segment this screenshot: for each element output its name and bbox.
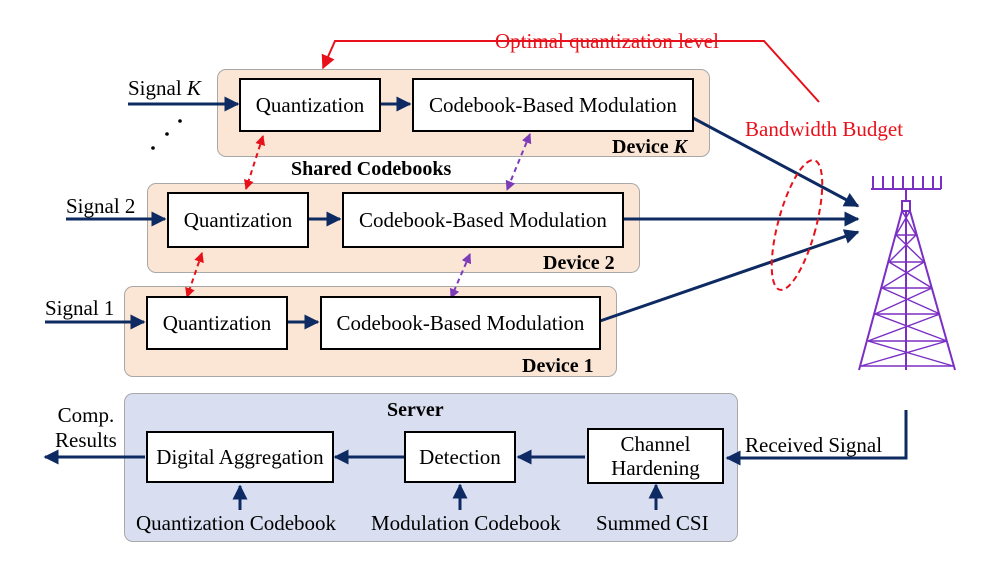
- quantization-codebook-links: [185, 135, 266, 298]
- modulation-codebook-links: [449, 133, 532, 299]
- quantization-codebook-label: Quantization Codebook: [136, 511, 337, 535]
- modulation-codebook-label: Modulation Codebook: [371, 511, 561, 535]
- device-k-uplink: [692, 116, 860, 208]
- comp-results-label: Comp. Results: [55, 403, 117, 453]
- antenna-tower-icon: [858, 176, 956, 371]
- channel-hardening-block: Channel Hardening: [587, 428, 724, 484]
- signal-1-label: Signal 1: [45, 296, 115, 320]
- device-1-modulation-block: Codebook-Based Modulation: [320, 296, 601, 350]
- shared-codebooks-label: Shared Codebooks: [291, 158, 452, 180]
- signal-input-arrows: [43, 96, 908, 510]
- bandwidth-budget-label: Bandwidth Budget: [745, 117, 904, 141]
- device-k-quantization-block: Quantization: [239, 78, 381, 132]
- received-signal-arrow: [725, 410, 908, 466]
- device-ellipsis-dots: [151, 119, 182, 150]
- device-1-label: Device 1: [522, 355, 594, 377]
- detection-block: Detection: [404, 431, 516, 483]
- signal-k-label: Signal K: [128, 76, 201, 100]
- device-k-modulation-block: Codebook-Based Modulation: [412, 78, 694, 132]
- server-title: Server: [387, 399, 444, 421]
- summed-csi-label: Summed CSI: [596, 511, 709, 535]
- optimal-quantization-label: Optimal quantization level: [495, 29, 719, 53]
- bandwidth-budget-ellipse: [770, 159, 824, 291]
- feedback-arrow: [321, 40, 820, 103]
- device-2-label: Device 2: [543, 252, 615, 274]
- device-1-uplink: [599, 229, 860, 323]
- signal-2-label: Signal 2: [66, 194, 136, 218]
- digital-aggregation-block: Digital Aggregation: [146, 431, 334, 483]
- device-2-quantization-block: Quantization: [167, 192, 309, 248]
- device-1-quantization-block: Quantization: [146, 296, 288, 350]
- device-k-label: Device K: [612, 136, 687, 158]
- received-signal-label: Received Signal: [745, 433, 883, 457]
- device-2-modulation-block: Codebook-Based Modulation: [342, 192, 624, 248]
